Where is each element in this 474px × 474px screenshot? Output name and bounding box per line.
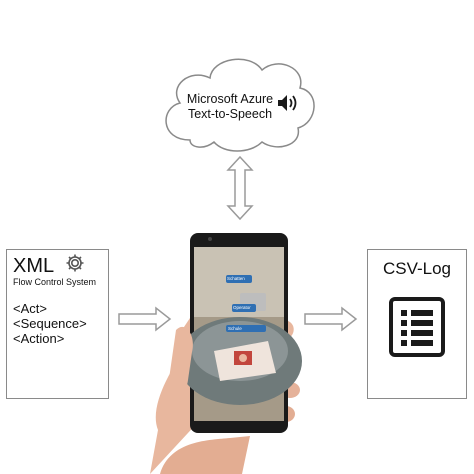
arrow-phone-to-csv xyxy=(304,306,358,332)
csv-title: CSV-Log xyxy=(382,259,452,278)
csv-log-box: CSV-Log xyxy=(367,249,467,399)
ar-label-text-0: Schatten xyxy=(227,276,245,281)
xml-tag-sequence: <Sequence> xyxy=(13,316,87,331)
list-document-icon xyxy=(389,297,445,357)
ar-label-text-2: Schule xyxy=(228,326,242,331)
ar-label-operator xyxy=(232,304,256,312)
cloud-label: Microsoft Azure Text-to-Speech xyxy=(175,92,285,122)
xml-tag-action: <Action> xyxy=(13,331,65,346)
bidirectional-arrow xyxy=(226,155,254,221)
arrow-xml-to-phone xyxy=(118,306,172,332)
speaker-icon xyxy=(278,95,297,111)
cloud-line-1: Microsoft Azure xyxy=(186,92,274,106)
cloud-line-2: Text-to-Speech xyxy=(187,107,273,121)
xml-title: XML xyxy=(13,255,55,277)
ar-label-text-1: Operator xyxy=(233,305,251,310)
ar-label-schule xyxy=(226,325,266,332)
xml-flow-control-box: XML Flow Control System <Act> <Sequence>… xyxy=(6,249,109,399)
xml-tag-act: <Act> xyxy=(13,301,47,316)
gear-icon xyxy=(66,254,84,272)
xml-subtitle: Flow Control System xyxy=(13,277,97,287)
smartphone xyxy=(178,233,302,433)
ar-label-schatten xyxy=(226,275,252,283)
xml-tag-list: <Act> <Sequence> <Action> xyxy=(13,301,87,346)
